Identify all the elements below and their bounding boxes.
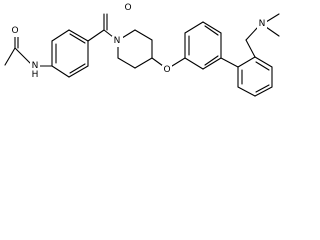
amide-hydrogen-label: H	[32, 70, 39, 80]
amide-nitrogen-label: N	[32, 61, 39, 71]
bond-line	[69, 63, 86, 74]
bond-line	[237, 86, 256, 97]
bond-line	[134, 57, 153, 69]
bond-line	[265, 26, 280, 37]
bond-line	[103, 29, 114, 38]
bond-line	[202, 21, 222, 34]
bond-line	[171, 57, 186, 67]
bond-line	[254, 86, 273, 97]
carbonyl-oxygen-label: O	[124, 3, 131, 13]
bond-line	[51, 29, 70, 42]
bond-line	[202, 57, 222, 70]
bond-line	[4, 47, 16, 66]
bond-line	[237, 56, 256, 68]
bond-line	[220, 57, 239, 68]
bond-line	[151, 57, 164, 67]
bond-line	[255, 61, 270, 71]
atom-labels: O N H O N O N	[10, 3, 267, 81]
chemical-structure: O N H O N O N	[4, 3, 280, 97]
bond-line	[134, 29, 153, 41]
bond-line	[68, 29, 89, 42]
bond-line	[69, 33, 86, 44]
bond-line	[265, 13, 280, 23]
amine-nitrogen-label: N	[259, 19, 266, 29]
bond-lines	[4, 13, 280, 97]
piperidine-nitrogen-label: N	[114, 36, 121, 46]
bond-line	[68, 65, 89, 78]
bond-line	[121, 29, 136, 39]
bond-line	[245, 26, 259, 41]
bond-line	[14, 47, 33, 66]
bond-line	[255, 84, 270, 93]
bond-line	[204, 55, 219, 66]
bond-line	[87, 29, 105, 42]
bond-line	[245, 39, 256, 58]
bond-line	[184, 57, 204, 70]
bond-line	[117, 57, 136, 69]
bond-line	[51, 65, 70, 78]
bond-line	[254, 56, 273, 68]
bond-line	[184, 21, 204, 34]
acetamide-oxygen-label: O	[11, 26, 18, 36]
ether-oxygen-label: O	[163, 65, 170, 75]
bond-line	[204, 25, 219, 36]
